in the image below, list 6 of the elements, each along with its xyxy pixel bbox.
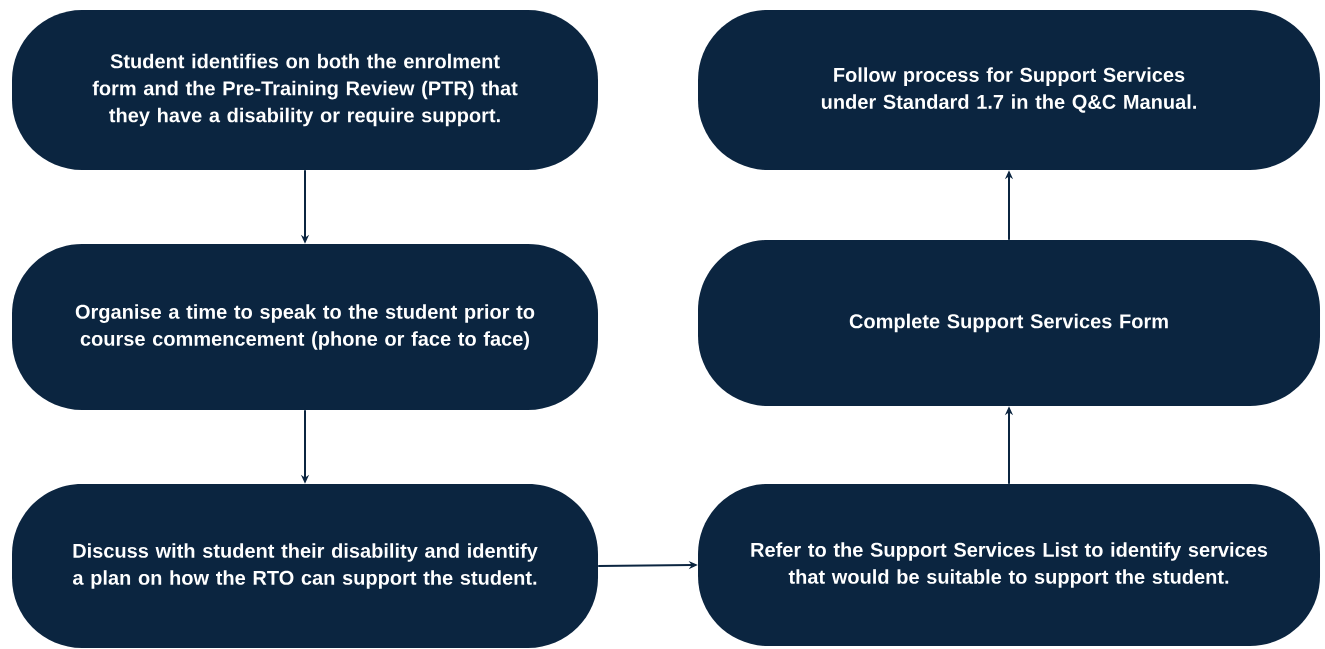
process-box: Student identifies on both the enrolment form and the Pre-Training Review (PTR) that they have a disability or require support. <box>12 10 598 170</box>
process-box: Organise a time to speak to the student prior to course commencement (phone or face to face) <box>12 244 598 410</box>
process-box: Follow process for Support Services under Standard 1.7 in the Q&C Manual. <box>698 10 1320 170</box>
process-box: Discuss with student their disability and identify a plan on how the RTO can support the student. <box>12 484 598 648</box>
process-box: Complete Support Services Form <box>698 240 1320 406</box>
process-box: Refer to the Support Services List to identify services that would be suitable to support the student. <box>698 484 1320 646</box>
